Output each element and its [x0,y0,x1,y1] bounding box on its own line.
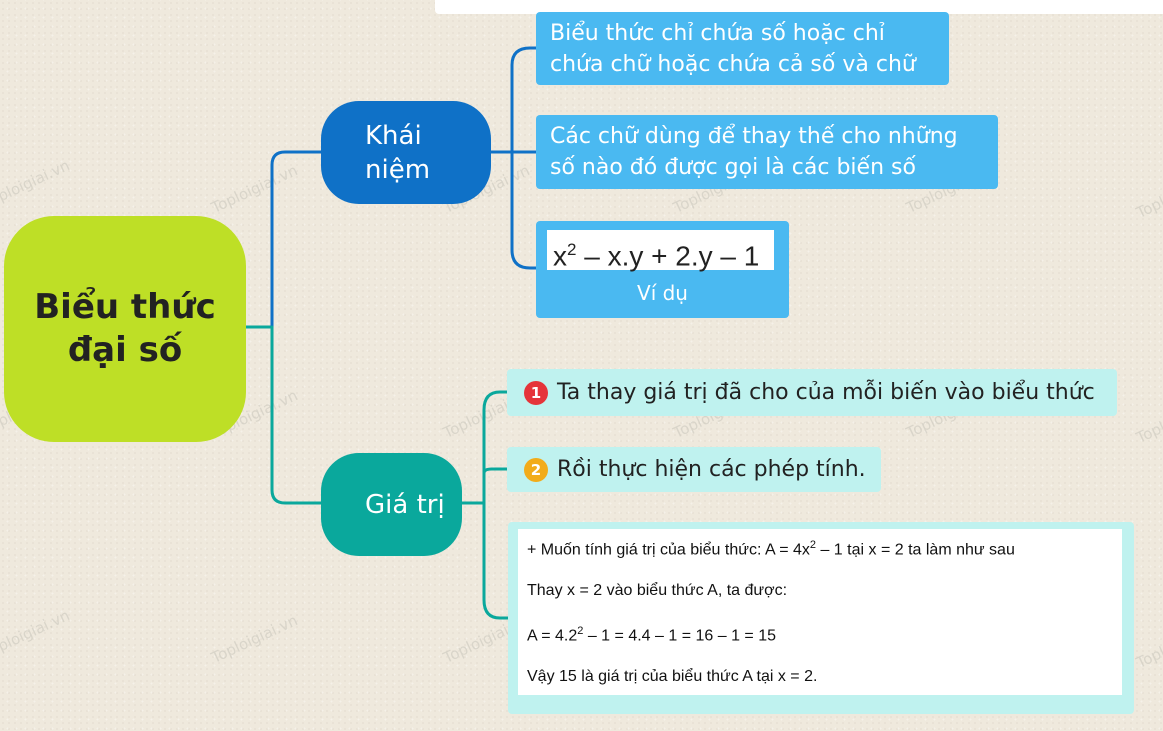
root-node: Biểu thức đại số [4,216,246,442]
example-formula: x2 – x.y + 2.y – 1 [547,230,774,271]
concept-text-1: Biểu thức chỉ chứa số hoặc chỉ chứa chữ … [550,21,916,77]
example-line-2: Thay x = 2 vào biểu thức A, ta được: [527,582,788,599]
step-box-2: 2 Rồi thực hiện các phép tính. [507,447,881,492]
concept-text-2: Các chữ dùng để thay thế cho những số nà… [550,124,958,180]
branch-gia-tri-label: Giá trị [365,489,445,520]
gia-tri-connector [270,325,324,505]
example-box: x2 – x.y + 2.y – 1 Ví dụ [536,221,789,318]
top-bar [435,0,1163,14]
concept-box-2: Các chữ dùng để thay thế cho những số nà… [536,115,998,189]
khai-niem-connector [270,150,324,329]
step-text-1: Ta thay giá trị đã cho của mỗi biến vào … [557,380,1095,405]
example-label: Ví dụ [637,281,688,305]
branch-gia-tri: Giá trị [321,453,462,556]
value-example-content: + Muốn tính giá trị của biểu thức: A = 4… [518,529,1122,695]
example-line-1: + Muốn tính giá trị của biểu thức: A = 4… [527,539,1015,559]
example-line-4: Vậy 15 là giá trị của biểu thức A tại x … [527,668,818,685]
root-label: Biểu thức đại số [34,287,216,370]
step-text-2: Rồi thực hiện các phép tính. [557,457,866,482]
step-number-2-icon: 2 [524,458,548,482]
example-line-3: A = 4.22 – 1 = 4.4 – 1 = 16 – 1 = 15 [527,625,776,645]
value-example-box: + Muốn tính giá trị của biểu thức: A = 4… [508,522,1134,714]
step-box-1: 1 Ta thay giá trị đã cho của mỗi biến và… [507,369,1117,416]
branch-khai-niem: Khái niệm [321,101,491,204]
concept-box-1: Biểu thức chỉ chứa số hoặc chỉ chứa chữ … [536,12,949,85]
branch-khai-niem-label: Khái niệm [365,120,431,185]
step-number-1-icon: 1 [524,381,548,405]
